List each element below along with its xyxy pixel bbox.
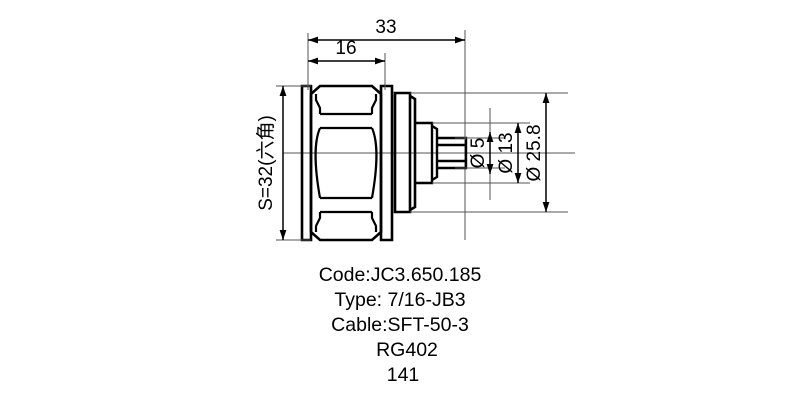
hex-corner-upper-right	[370, 94, 378, 114]
center-pin-outline	[437, 136, 468, 170]
dim-label-pin-diameter: Ø 5	[468, 138, 489, 169]
caption-type: Type: 7/16-JB3	[334, 289, 465, 311]
dimension-arrows	[279, 36, 550, 240]
caption-cable-alt-1: RG402	[376, 339, 438, 361]
hex-nut-outline	[309, 84, 383, 242]
dim-label-overall-length: 33	[375, 17, 396, 38]
caption-cable-alt-2: 141	[387, 364, 420, 386]
dim-label-flange-diameter: Ø 25.8	[524, 124, 545, 181]
caption-code: Code:JC3.650.185	[319, 264, 482, 286]
hex-corner-upper-left	[314, 94, 322, 114]
hex-barrel-left	[314, 127, 322, 199]
hex-facet-lines	[314, 94, 378, 232]
hex-corner-lower-right	[370, 212, 378, 232]
insulator-step-chamfer	[431, 124, 439, 182]
insulator-step-outline	[415, 121, 434, 185]
dim-label-insulator-diameter: Ø 13	[496, 132, 517, 173]
dim-label-hex-to-flange: 16	[335, 38, 356, 59]
hex-barrel-right	[370, 127, 378, 199]
connector-inner-body	[415, 121, 468, 185]
flange-chamfer	[409, 94, 417, 212]
hex-corner-lower-left	[314, 212, 322, 232]
caption-cable: Cable:SFT-50-3	[331, 314, 469, 336]
hex-nut-right-collar	[379, 84, 394, 242]
hex-nut-left-collar	[300, 84, 313, 242]
dim-label-across-flats: S=32(六角)	[255, 115, 277, 211]
